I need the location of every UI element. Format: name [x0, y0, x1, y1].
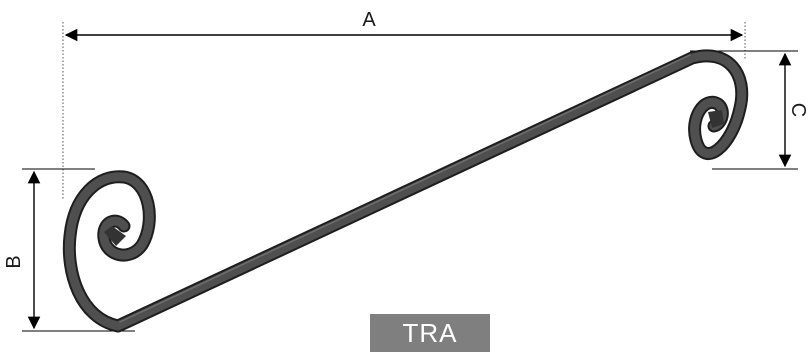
dimension-b-label: B — [3, 255, 25, 268]
left-scroll-tip — [104, 226, 126, 246]
bracket-bar-highlight — [119, 54, 691, 323]
dimension-c-label: C — [787, 103, 809, 117]
right-scroll-tip — [708, 110, 724, 128]
dimension-a: A — [62, 9, 746, 200]
product-code-badge: TRA — [370, 314, 490, 352]
dimension-a-label: A — [362, 9, 376, 31]
dimension-c: C — [690, 50, 809, 170]
bracket-bar — [64, 51, 747, 331]
scroll-bracket — [62, 49, 749, 333]
